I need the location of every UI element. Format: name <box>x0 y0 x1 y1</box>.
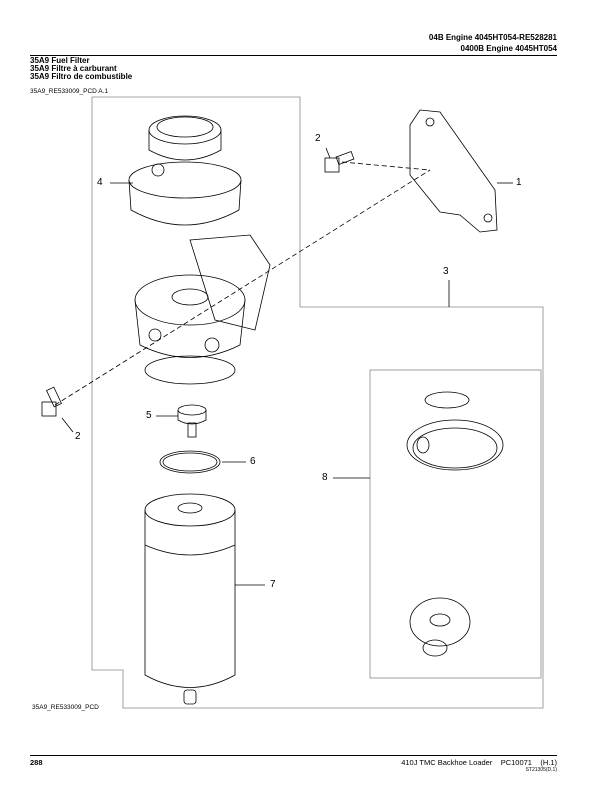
footer-catalog: PC10071 <box>500 758 532 767</box>
footer-code: ST21305(D.1) <box>525 767 557 773</box>
filter-element-part-7 <box>144 493 236 705</box>
figure-ref-bottom: 35A9_RE533009_PCD <box>32 704 99 711</box>
callout-2-lower: 2 <box>75 431 81 442</box>
filter-head <box>134 234 271 385</box>
page-number: 288 <box>30 758 43 767</box>
o-ring-part-6 <box>159 450 221 474</box>
footer-book: 410J TMC Backhoe Loader <box>401 758 493 767</box>
kit-box-8 <box>369 369 542 679</box>
mounting-plate-part-1 <box>409 109 498 233</box>
footer-rule <box>30 755 557 757</box>
header-engine-line2: 0400B Engine 4045HT054 <box>460 44 558 53</box>
filter-cap-part-4 <box>128 115 242 226</box>
footer-revision: (H.1) <box>540 758 557 767</box>
figure-ref-top: 35A9_RE533009_PCD A.1 <box>30 88 109 95</box>
section-title-en: 35A9 Fuel Filter <box>30 56 90 65</box>
group-bracket-3 <box>91 96 544 709</box>
callout-1: 1 <box>516 177 522 188</box>
seal-kit-part-8 <box>406 391 504 657</box>
section-title-es: 35A9 Filtro de combustible <box>30 72 133 81</box>
callout-8: 8 <box>322 472 328 483</box>
bolt-part-2-lower <box>41 386 62 417</box>
callout-6: 6 <box>250 456 256 467</box>
footer-book-info: 410J TMC Backhoe Loader PC10071 (H.1) <box>401 758 557 767</box>
callout-2-upper: 2 <box>315 133 321 144</box>
callout-4: 4 <box>97 177 103 188</box>
section-title-fr: 35A9 Filtre à carburant <box>30 64 117 73</box>
callout-5: 5 <box>146 410 152 421</box>
header-rule <box>30 55 557 57</box>
callout-7: 7 <box>270 579 276 590</box>
valve-part-5 <box>177 404 207 438</box>
header-engine-line1: 04B Engine 4045HT054-RE528281 <box>428 33 557 42</box>
callout-3: 3 <box>443 266 449 277</box>
bolt-part-2-upper <box>324 150 355 173</box>
